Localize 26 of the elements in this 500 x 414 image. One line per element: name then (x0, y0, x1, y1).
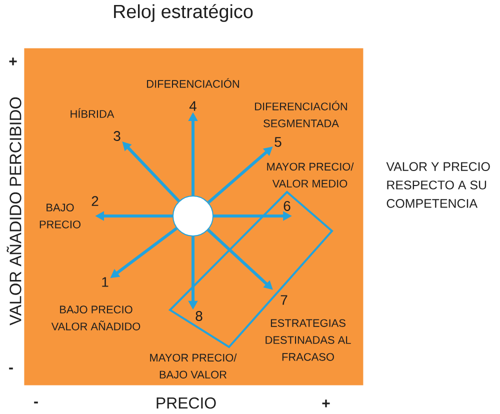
axis-sign: + (322, 400, 330, 408)
strategy-label: BAJO PRECIO (40, 204, 80, 228)
strategy-label: MAYOR PRECIO/ BAJO VALOR (150, 354, 237, 378)
strategy-number: 5 (274, 137, 282, 147)
strategy-number: 3 (114, 131, 120, 141)
panel (24, 48, 364, 386)
strategy-number: 7 (280, 295, 288, 305)
strategy-label: BAJO PRECIO VALOR AÑADIDO (51, 306, 140, 330)
strategy-label: HÍBRIDA (70, 108, 114, 118)
axis-title: VALOR AÑADIDO PERCIBIDO (6, 97, 22, 326)
strategy-label: DIFERENCIACIÓN SEGMENTADA (255, 100, 347, 128)
strategy-number: 4 (189, 101, 196, 111)
axis-title: PRECIO (156, 397, 216, 409)
strategy-number: 8 (196, 311, 202, 321)
note-text: VALOR Y PRECIO RESPECTO A SU COMPETENCIA (386, 162, 490, 208)
strategy-label: DIFERENCIACIÓN (147, 78, 239, 88)
center-circle (172, 196, 214, 236)
strategy-number: 6 (284, 201, 290, 211)
strategy-number: 2 (92, 196, 98, 206)
strategy-label: MAYOR PRECIO/ VALOR MEDIO (267, 162, 354, 188)
diagram-title: Reloj estratégico (114, 4, 253, 22)
strategy-label: ESTRATEGIAS DESTINADAS AL FRACASO (266, 319, 351, 361)
axis-sign: + (9, 58, 17, 66)
axis-sign: - (9, 368, 13, 370)
axis-sign: - (34, 402, 38, 404)
strategy-number: 1 (102, 277, 108, 287)
